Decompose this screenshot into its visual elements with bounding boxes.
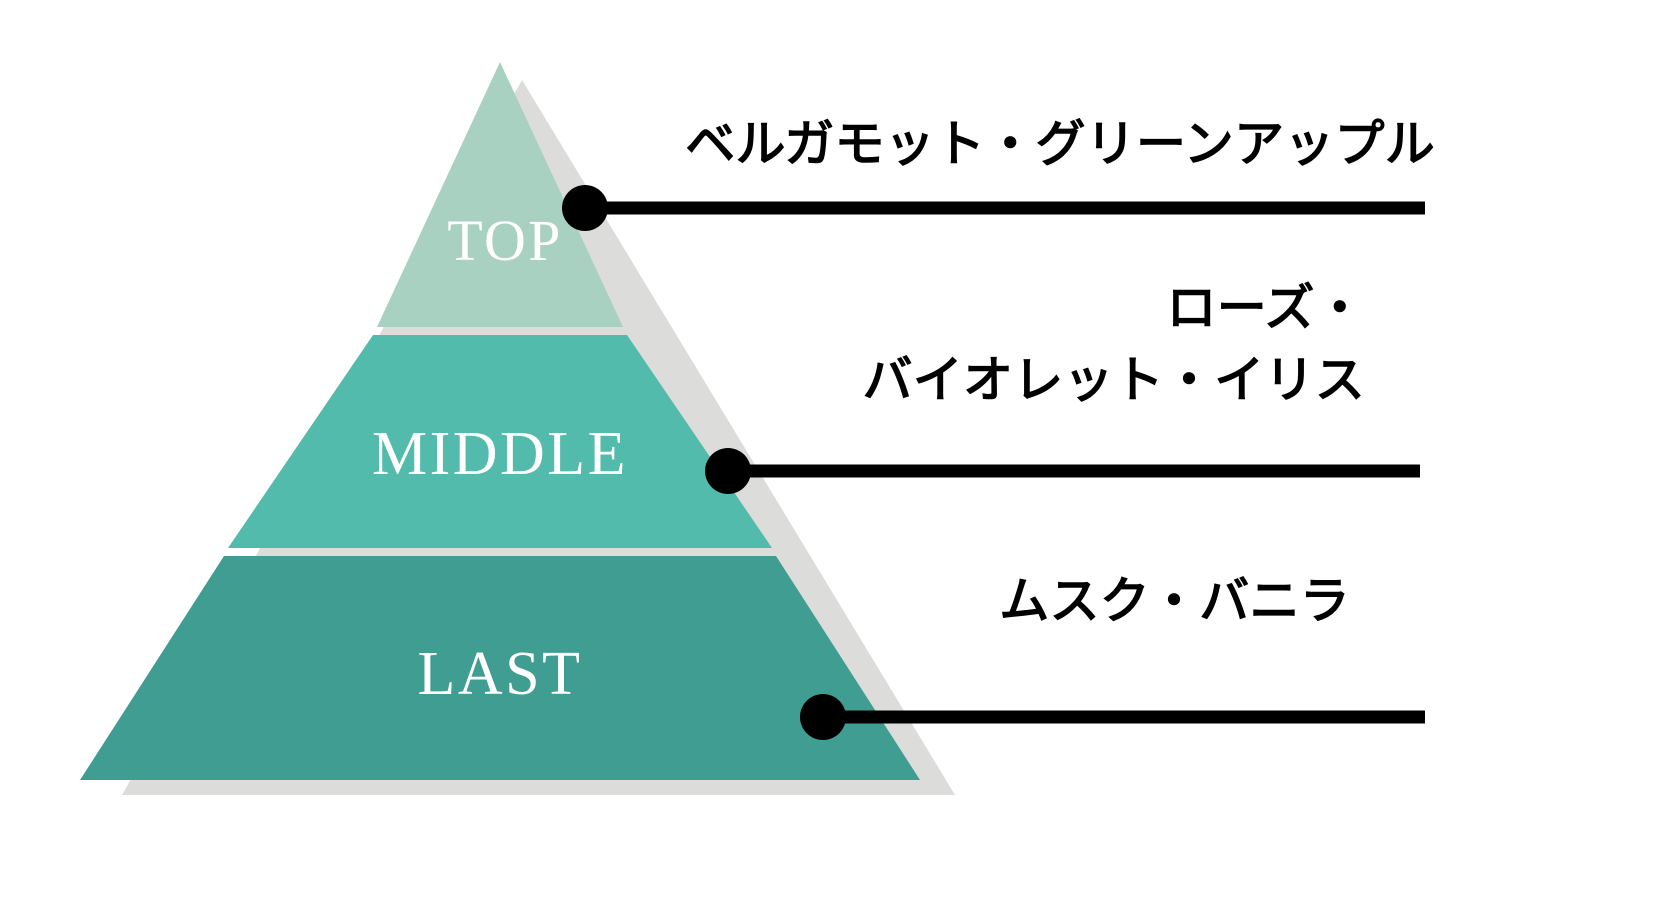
- callout-notes-last: ムスク・バニラ: [999, 572, 1350, 630]
- pyramid-tier-label-middle: MIDDLE: [372, 420, 628, 488]
- leader-dot-middle: [705, 448, 751, 494]
- leader-dot-top: [562, 185, 608, 231]
- pyramid-tier-label-last: LAST: [417, 640, 583, 708]
- pyramid-tier-label-top: TOP: [447, 208, 563, 273]
- pyramid-tier-last: [80, 556, 920, 780]
- pyramid-tier-middle: [228, 335, 772, 548]
- callout-notes-middle: ローズ・ バイオレット・イリス: [862, 279, 1365, 409]
- pyramid-tier-top: [377, 62, 623, 327]
- callout-notes-top: ベルガモット・グリーンアップル: [685, 115, 1435, 173]
- leader-dot-last: [800, 694, 846, 740]
